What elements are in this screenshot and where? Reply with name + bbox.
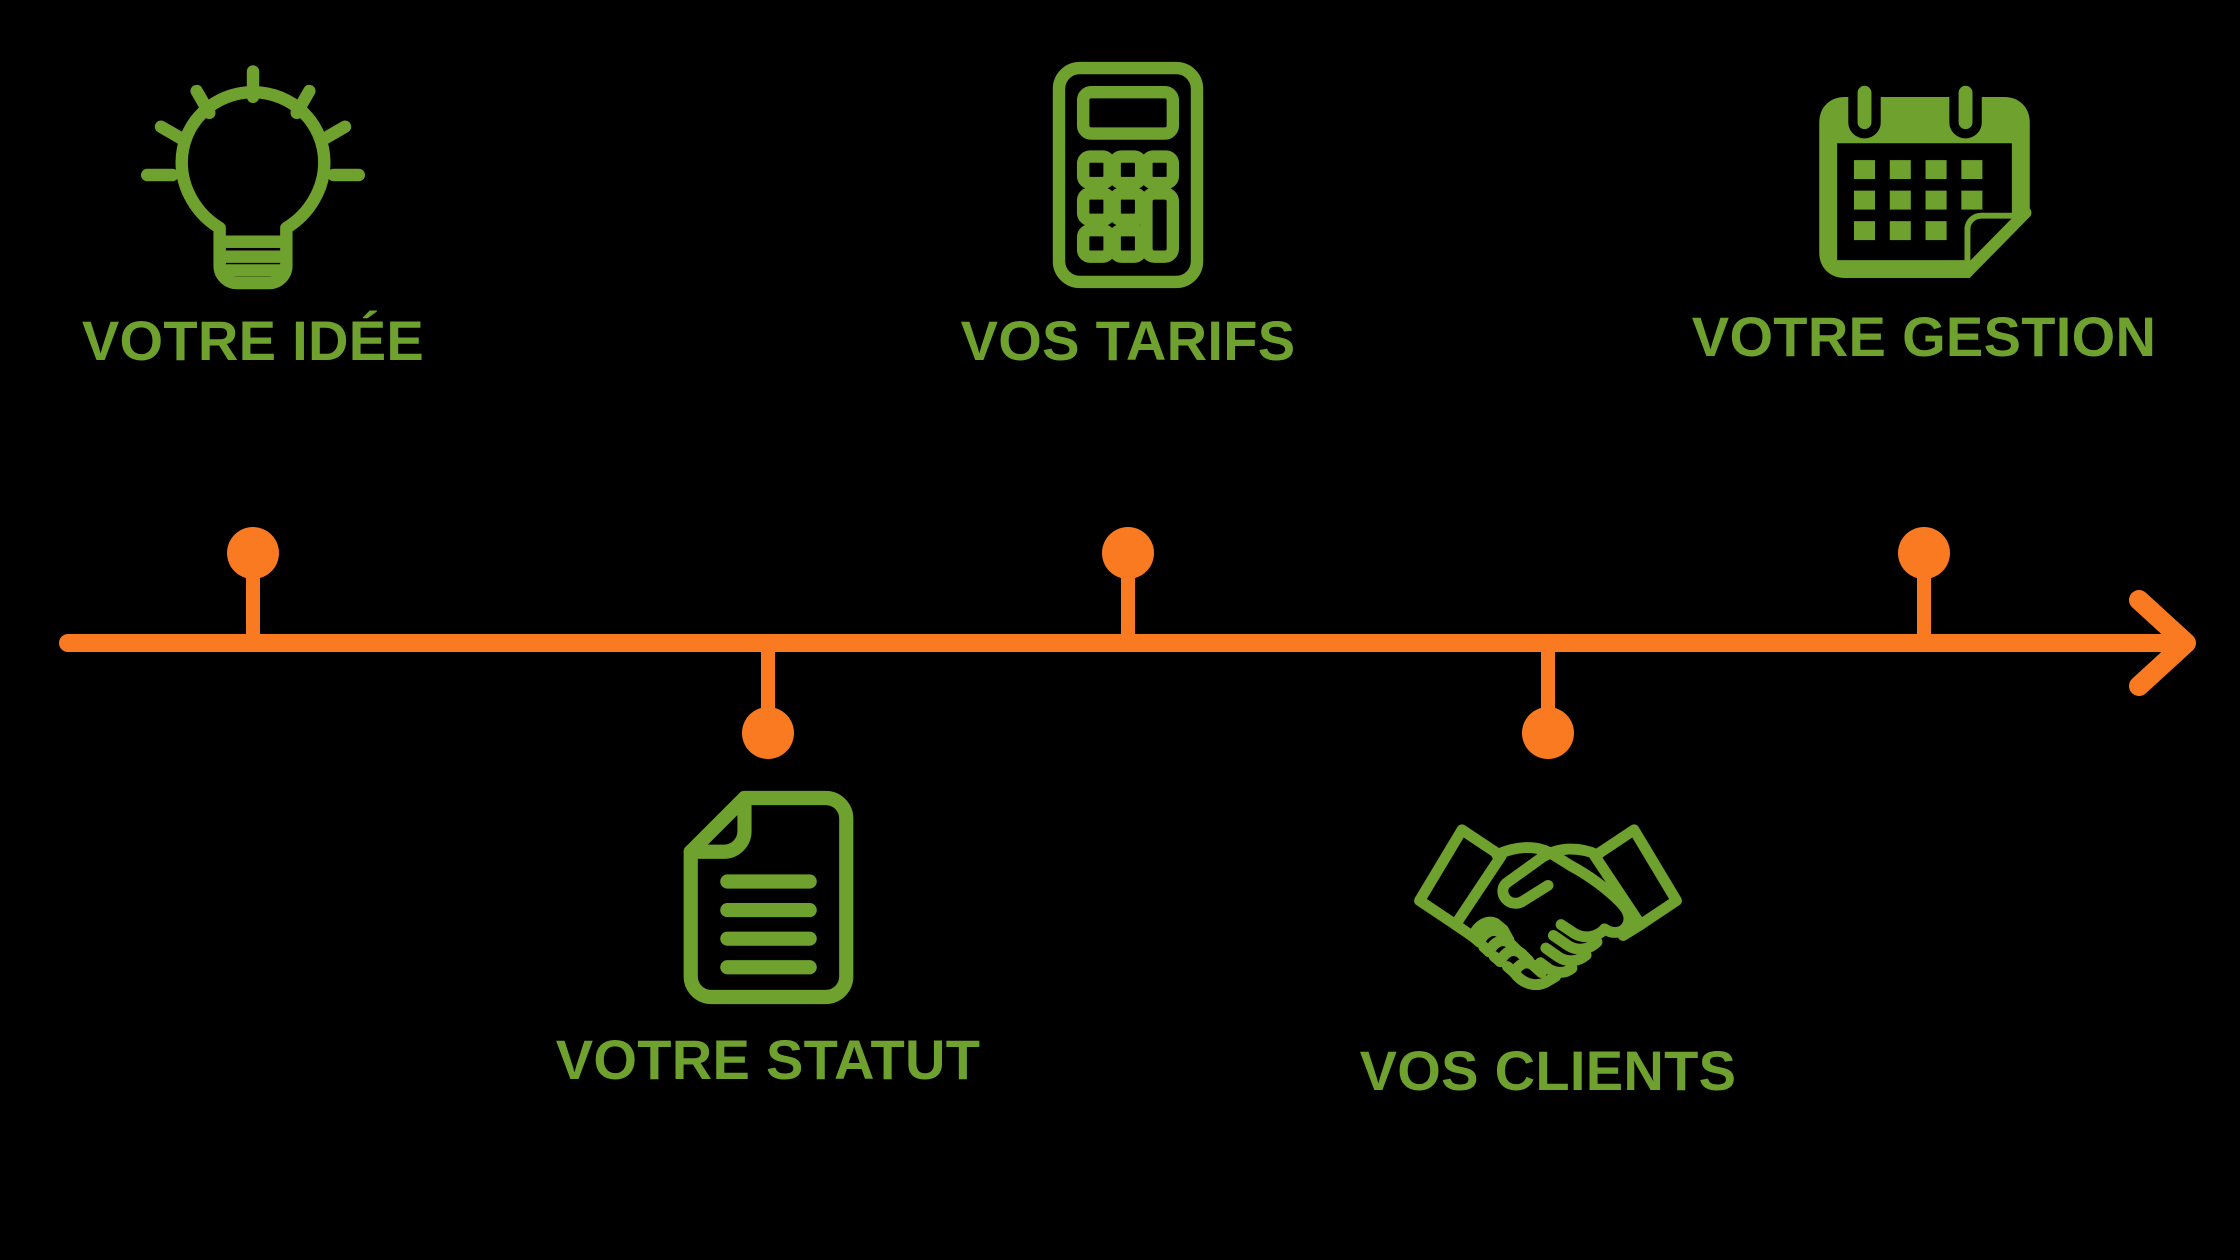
milestone-gestion: VOTRE GESTION (1614, 76, 2234, 368)
timeline-dot-idee (227, 527, 279, 579)
calculator-icon (1033, 60, 1223, 290)
timeline-dot-clients (1522, 707, 1574, 759)
milestone-label-clients: VOS CLIENTS (1359, 1039, 1737, 1102)
timeline-arrowhead-icon (2129, 590, 2196, 696)
handshake-icon (1413, 820, 1683, 991)
document-icon (681, 790, 856, 1005)
milestone-idee: VOTRE IDÉE (0, 60, 563, 369)
milestone-statut: VOTRE STATUT (458, 790, 1078, 1088)
timeline-dot-statut (742, 707, 794, 759)
milestone-tarifs: VOS TARIFS (818, 60, 1438, 369)
milestone-label-gestion: VOTRE GESTION (1691, 305, 2157, 368)
timeline-dot-tarifs (1102, 527, 1154, 579)
milestone-label-statut: VOTRE STATUT (555, 1028, 981, 1091)
calendar-icon (1817, 76, 2032, 281)
timeline-dot-gestion (1898, 527, 1950, 579)
milestone-label-idee: VOTRE IDÉE (81, 309, 425, 372)
milestone-label-tarifs: VOS TARIFS (960, 309, 1296, 372)
lightbulb-icon (138, 60, 368, 290)
milestone-clients: VOS CLIENTS (1238, 820, 1858, 1099)
